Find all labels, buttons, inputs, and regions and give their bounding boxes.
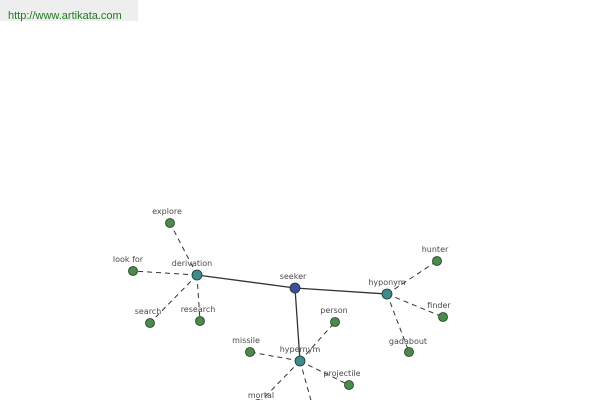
node-label-person[interactable]: person xyxy=(320,306,347,315)
edges-layer xyxy=(132,222,444,400)
node-label-gadabout[interactable]: gadabout xyxy=(389,337,427,346)
edge-seeker-hypernym xyxy=(294,287,301,362)
node-hyponym[interactable] xyxy=(381,288,393,300)
node-projectile[interactable] xyxy=(344,380,354,390)
labels-layer: seeker derivation hyponym hypernym explore lo… xyxy=(113,207,452,400)
node-label-hunter[interactable]: hunter xyxy=(422,245,449,254)
stubs-layer xyxy=(299,360,312,400)
edge-seeker-derivation xyxy=(196,274,296,289)
node-hypernym[interactable] xyxy=(294,355,306,367)
node-research[interactable] xyxy=(195,316,205,326)
node-seeker[interactable] xyxy=(289,282,301,294)
node-label-hypernym[interactable]: hypernym xyxy=(280,345,321,354)
node-derivation[interactable] xyxy=(191,269,203,281)
node-label-finder[interactable]: finder xyxy=(427,301,451,310)
site-url-link[interactable]: http://www.artikata.com xyxy=(8,10,122,22)
edge-derivation-look-for xyxy=(132,270,198,276)
node-label-search[interactable]: search xyxy=(135,307,162,316)
node-person[interactable] xyxy=(330,317,340,327)
nodes-layer xyxy=(128,218,448,400)
edge-seeker-hyponym xyxy=(294,287,388,295)
node-missile[interactable] xyxy=(245,347,255,357)
edge-hyponym-hunter xyxy=(386,260,438,295)
node-label-hyponym[interactable]: hyponym xyxy=(368,278,406,287)
edge-hypernym-person xyxy=(299,321,336,362)
edge-hypernym-mortal xyxy=(261,360,301,400)
edge-hyponym-finder xyxy=(386,293,444,318)
node-search[interactable] xyxy=(145,318,155,328)
edge-hyponym-gadabout xyxy=(386,293,410,353)
node-label-projectile[interactable]: projectile xyxy=(323,369,360,378)
node-look-for[interactable] xyxy=(128,266,138,276)
node-hunter[interactable] xyxy=(432,256,442,266)
edge-derivation-research xyxy=(196,274,201,322)
node-label-mortal[interactable]: mortal xyxy=(248,391,274,400)
node-finder[interactable] xyxy=(438,312,448,322)
edge-hypernym-projectile xyxy=(299,360,350,386)
node-gadabout[interactable] xyxy=(404,347,414,357)
node-label-look-for[interactable]: look for xyxy=(113,255,144,264)
edge-derivation-search xyxy=(149,274,198,324)
node-label-research[interactable]: research xyxy=(181,305,216,314)
node-label-seeker[interactable]: seeker xyxy=(280,272,307,281)
url-bar: http://www.artikata.com xyxy=(0,0,138,22)
edge-hypernym-offscreen xyxy=(299,360,312,400)
node-explore[interactable] xyxy=(165,218,175,228)
node-label-missile[interactable]: missile xyxy=(232,336,260,345)
node-label-derivation[interactable]: derivation xyxy=(172,259,212,268)
node-label-explore[interactable]: explore xyxy=(152,207,182,216)
edge-derivation-explore xyxy=(169,222,198,276)
